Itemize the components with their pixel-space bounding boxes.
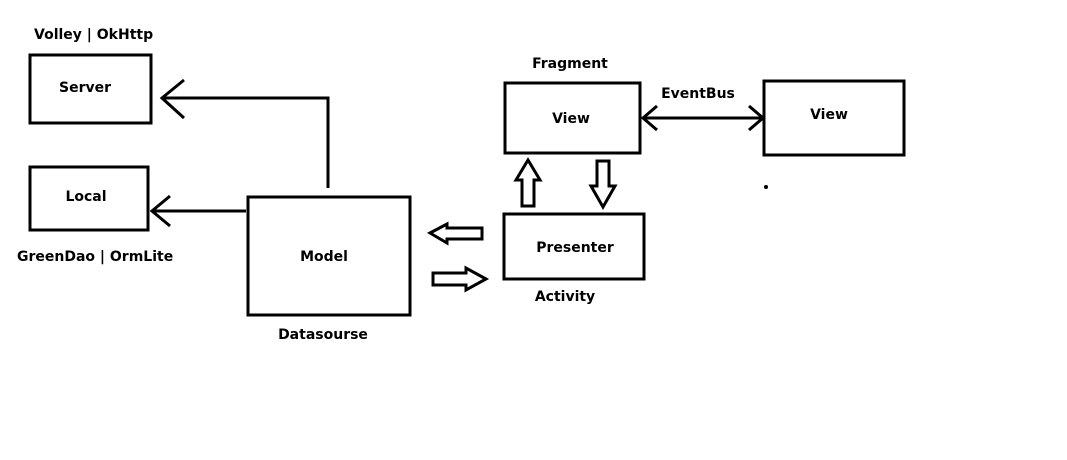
view2-box-label: View <box>810 107 848 123</box>
presenter-box <box>502 212 646 281</box>
presenter-to-model-arrow <box>426 221 484 246</box>
model-box <box>246 195 412 317</box>
presenter-to-view-arrow <box>513 157 543 208</box>
view-box <box>503 81 642 155</box>
local-box <box>28 165 150 232</box>
view-to-presenter-arrow <box>588 159 618 211</box>
eventbus-caption: EventBus <box>661 86 735 102</box>
local-box-label: Local <box>65 189 106 205</box>
model-to-server-arrow <box>159 78 330 188</box>
presenter-box-label: Presenter <box>536 240 614 256</box>
local-caption: GreenDao | OrmLite <box>17 249 173 265</box>
view-box-label: View <box>552 111 590 127</box>
model-caption: Datasourse <box>278 327 368 343</box>
stray-dot <box>764 185 768 189</box>
server-box <box>28 53 153 125</box>
server-box-label: Server <box>59 80 111 96</box>
fragment-caption: Fragment <box>532 56 608 72</box>
model-to-presenter-arrow <box>431 265 490 293</box>
model-box-label: Model <box>300 249 348 265</box>
eventbus-arrow <box>640 104 766 132</box>
model-to-local-arrow <box>149 194 246 228</box>
server-caption: Volley | OkHttp <box>34 27 153 43</box>
activity-caption: Activity <box>535 289 595 305</box>
